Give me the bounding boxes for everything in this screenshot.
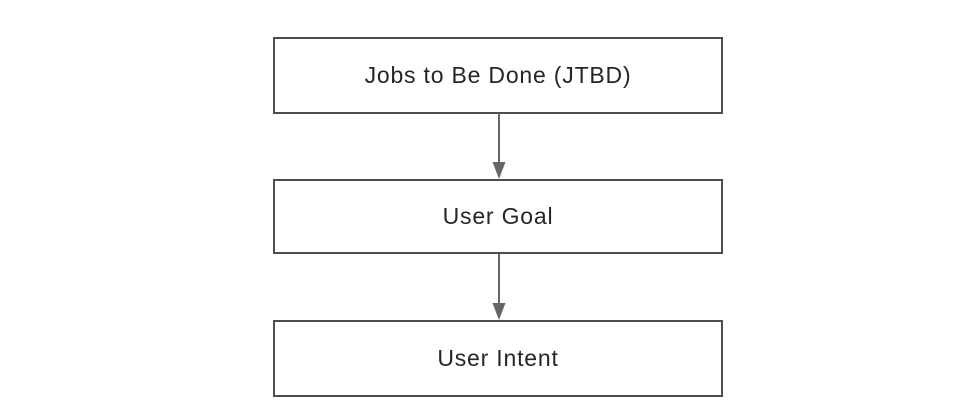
node-user-goal: User Goal — [273, 179, 723, 254]
node-user-intent: User Intent — [273, 320, 723, 397]
node-user-goal-label: User Goal — [442, 203, 554, 229]
node-jobs-to-be-done: Jobs to Be Done (JTBD) — [273, 37, 723, 114]
connector-arrow-goal-to-intent — [492, 254, 506, 320]
arrowhead-down-icon — [492, 303, 506, 320]
node-user-intent-label: User Intent — [437, 345, 559, 371]
node-jobs-to-be-done-label: Jobs to Be Done (JTBD) — [364, 62, 632, 88]
connector-arrow-jtbd-to-goal — [492, 113, 506, 179]
arrowhead-down-icon — [492, 162, 506, 179]
